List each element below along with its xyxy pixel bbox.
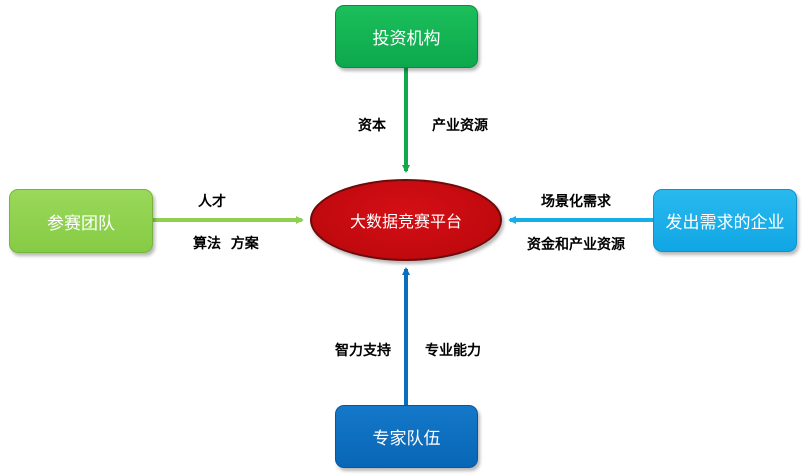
enterprise-node: 发出需求的企业: [653, 189, 797, 252]
team-edge-label-bottom: 算法 方案: [193, 236, 259, 252]
team-edge-label-top: 人才: [198, 194, 226, 210]
investor-edge-label-right: 产业资源: [432, 118, 488, 134]
center-node-label: 大数据竞赛平台: [349, 212, 462, 231]
team-node-label: 参赛团队: [47, 213, 115, 234]
enterprise-edge-label-bottom: 资金和产业资源: [527, 237, 625, 253]
investor-node-label: 投资机构: [372, 29, 441, 49]
investor-edge-label-left: 资本: [358, 118, 386, 134]
team-node: 参赛团队: [9, 189, 153, 253]
enterprise-edge-label-top: 场景化需求: [541, 194, 611, 210]
expert-node-label: 专家队伍: [372, 429, 441, 449]
enterprise-node-label: 发出需求的企业: [665, 213, 785, 233]
expert-edge-label-left: 智力支持: [335, 343, 391, 359]
expert-node: 专家队伍: [335, 405, 478, 468]
center-platform-node: 大数据竞赛平台: [310, 179, 502, 261]
expert-edge-label-right: 专业能力: [425, 343, 481, 359]
investor-node: 投资机构: [335, 5, 478, 68]
